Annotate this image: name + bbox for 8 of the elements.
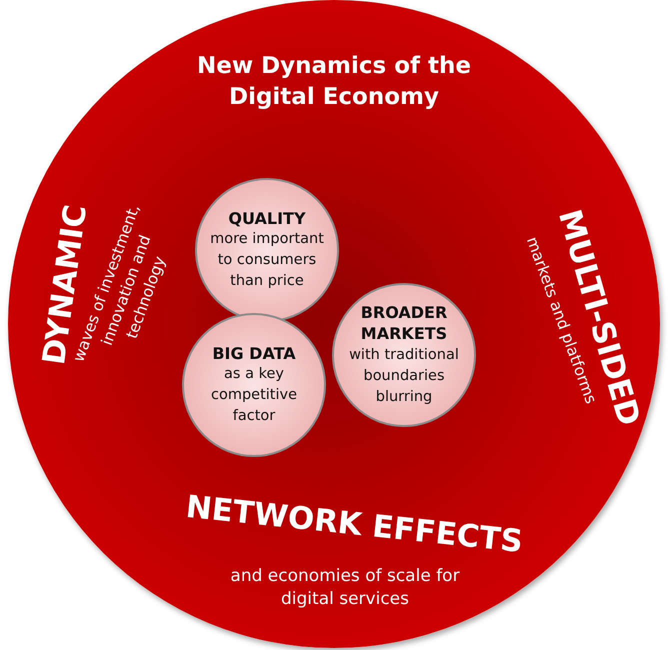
circle-text: with traditional boundaries blurring (348, 346, 460, 408)
circle-heading: BROADER MARKETS (360, 302, 448, 346)
subtitle: and economies of scale for digital services (230, 565, 460, 611)
circle-text: as a key competitive factor (210, 365, 298, 426)
circle-heading: QUALITY (228, 208, 306, 230)
heading: New Dynamics of the Digital Economy (196, 52, 472, 112)
circle-heading: BIG DATA (212, 342, 296, 364)
circle-text: more important to consumers than price (209, 230, 325, 292)
